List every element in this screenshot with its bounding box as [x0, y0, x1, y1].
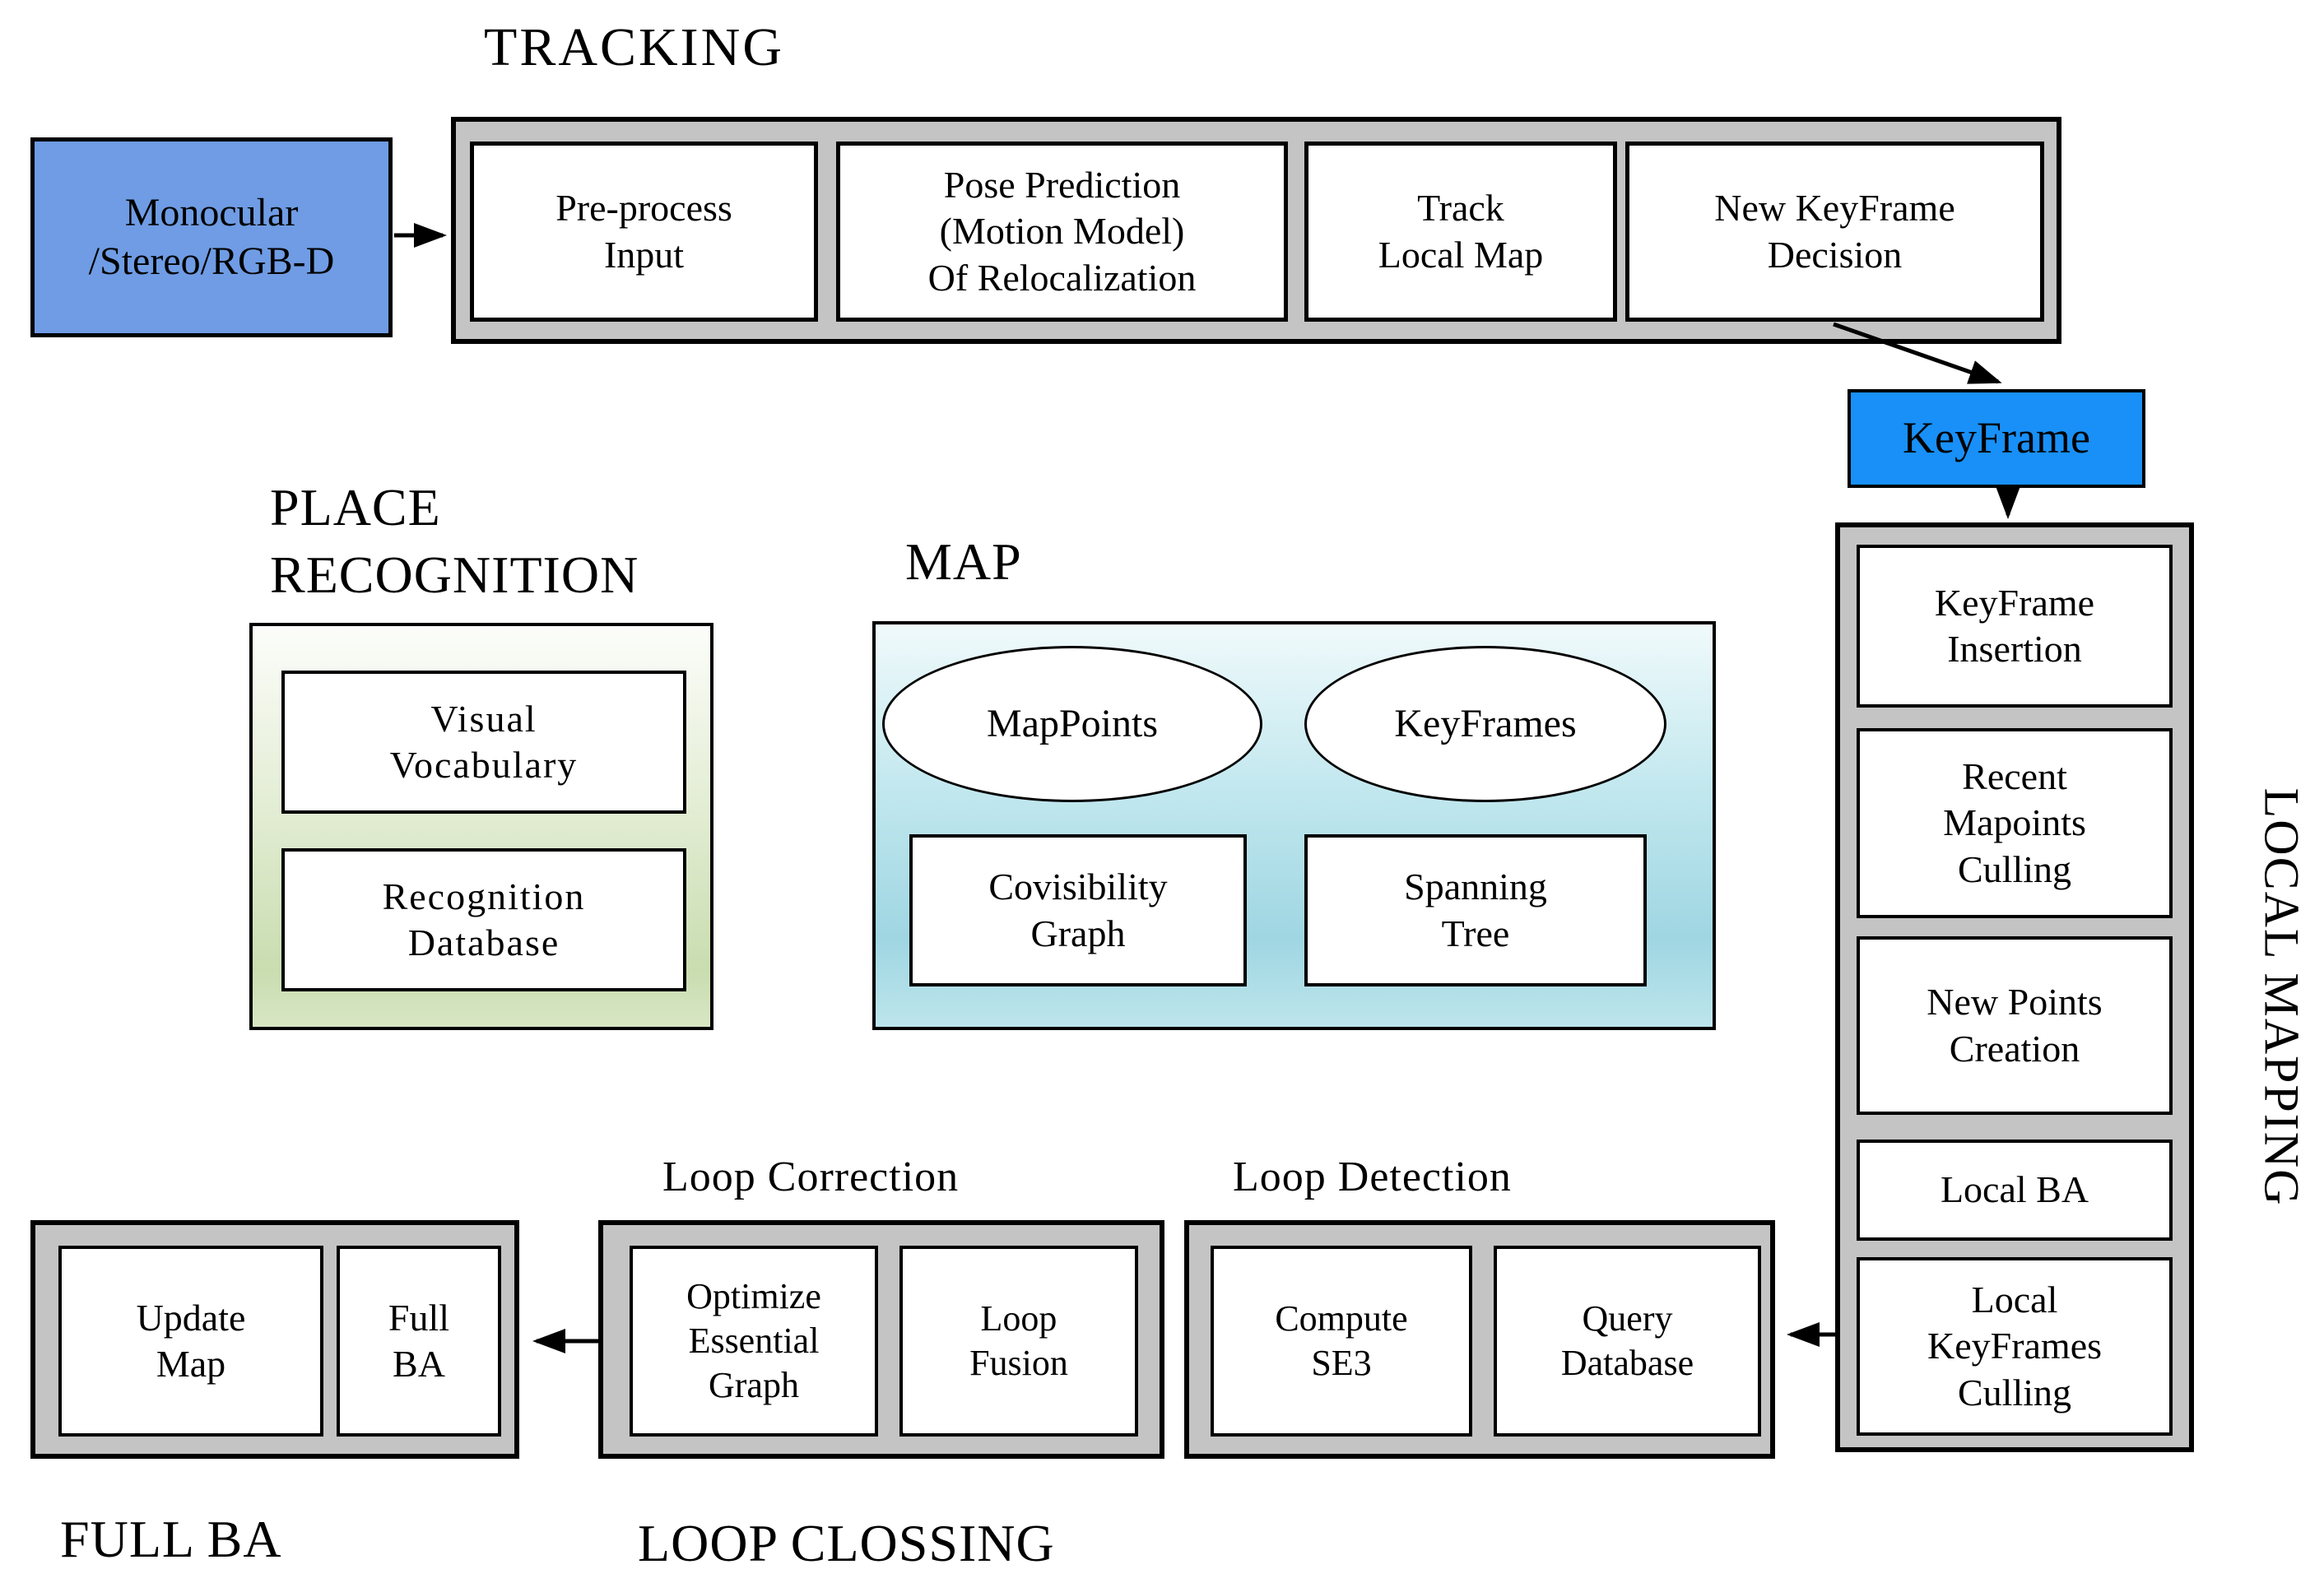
optimize-essential-graph-box: Optimize Essential Graph	[630, 1246, 878, 1437]
local-mapping-step-keyframe-insertion: KeyFrame Insertion	[1857, 545, 2173, 708]
tracking-container: Pre-process Input Pose Prediction (Motio…	[451, 117, 2061, 344]
spanning-tree-box: Spanning Tree	[1304, 834, 1647, 986]
recognition-database-box: Recognition Database	[281, 848, 686, 991]
tracking-step-new-keyframe-decision: New KeyFrame Decision	[1625, 142, 2044, 322]
local-mapping-step-recent-mapoints-culling: Recent Mapoints Culling	[1857, 728, 2173, 918]
loop-correction-label: Loop Correction	[662, 1154, 960, 1200]
tracking-step-pose-prediction: Pose Prediction (Motion Model) Of Reloca…	[836, 142, 1288, 322]
keyframe-node: KeyFrame	[1848, 389, 2145, 488]
visual-vocabulary-box: Visual Vocabulary	[281, 671, 686, 814]
loop-closing-label: LOOP CLOSSING	[638, 1514, 1055, 1569]
map-label: MAP	[905, 532, 1022, 591]
tracking-step-track-local-map: Track Local Map	[1304, 142, 1617, 322]
local-mapping-label: LOCAL MAPPING	[2254, 787, 2309, 1207]
input-source-node: Monocular /Stereo/RGB-D	[30, 137, 393, 337]
query-database-box: Query Database	[1494, 1246, 1761, 1437]
loop-fusion-box: Loop Fusion	[899, 1246, 1138, 1437]
tracking-step-preprocess: Pre-process Input	[470, 142, 818, 322]
local-mapping-container: KeyFrame Insertion Recent Mapoints Culli…	[1835, 522, 2194, 1452]
local-mapping-step-local-keyframes-culling: Local KeyFrames Culling	[1857, 1257, 2173, 1436]
loop-detection-container: Compute SE3 Query Database	[1184, 1220, 1775, 1459]
mappoints-ellipse: MapPoints	[882, 646, 1262, 802]
local-mapping-step-local-ba: Local BA	[1857, 1140, 2173, 1241]
local-mapping-step-new-points-creation: New Points Creation	[1857, 936, 2173, 1115]
compute-se3-box: Compute SE3	[1211, 1246, 1472, 1437]
place-recognition-label: PLACE RECOGNITION	[270, 478, 639, 604]
map-container: MapPoints KeyFrames Covisibility Graph S…	[872, 621, 1716, 1030]
keyframes-ellipse: KeyFrames	[1304, 646, 1666, 802]
full-ba-container: Update Map Full BA	[30, 1220, 519, 1459]
full-ba-label: FULL BA	[60, 1510, 282, 1568]
full-ba-box: Full BA	[337, 1246, 501, 1437]
loop-correction-container: Optimize Essential Graph Loop Fusion	[598, 1220, 1164, 1459]
covisibility-graph-box: Covisibility Graph	[909, 834, 1247, 986]
tracking-label: TRACKING	[484, 17, 784, 77]
loop-detection-label: Loop Detection	[1233, 1154, 1512, 1200]
place-recognition-container: Visual Vocabulary Recognition Database	[249, 623, 713, 1030]
update-map-box: Update Map	[58, 1246, 323, 1437]
